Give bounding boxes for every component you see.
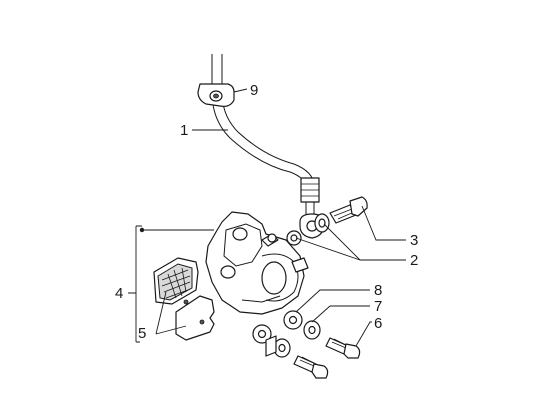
brake-pad-upper [153,257,199,305]
mounting-bolt-lower [293,355,329,379]
mounting-bolt-upper [325,337,361,359]
callout-9: 9 [250,82,258,99]
callout-8: 8 [374,282,382,299]
callout-5: 5 [138,325,146,342]
leader-lines [128,88,406,347]
callout-1: 1 [180,122,188,139]
washer-upper-2 [303,320,321,340]
spacer-lower [265,335,277,357]
hose-clamp [197,83,235,107]
callout-7: 7 [374,298,382,315]
sealing-washer-outer [314,213,330,233]
brake-caliper-body [205,211,309,315]
brake-hose [211,54,325,239]
callout-3: 3 [410,232,418,249]
brake-pad-lower [175,295,215,341]
banjo-bolt [329,196,368,224]
callout-6: 6 [374,315,382,332]
sealing-washer-inner [286,230,302,246]
washer-upper-1 [283,310,303,330]
washer-lower-1 [252,324,272,344]
callout-2: 2 [410,252,418,269]
callout-4: 4 [115,285,123,302]
